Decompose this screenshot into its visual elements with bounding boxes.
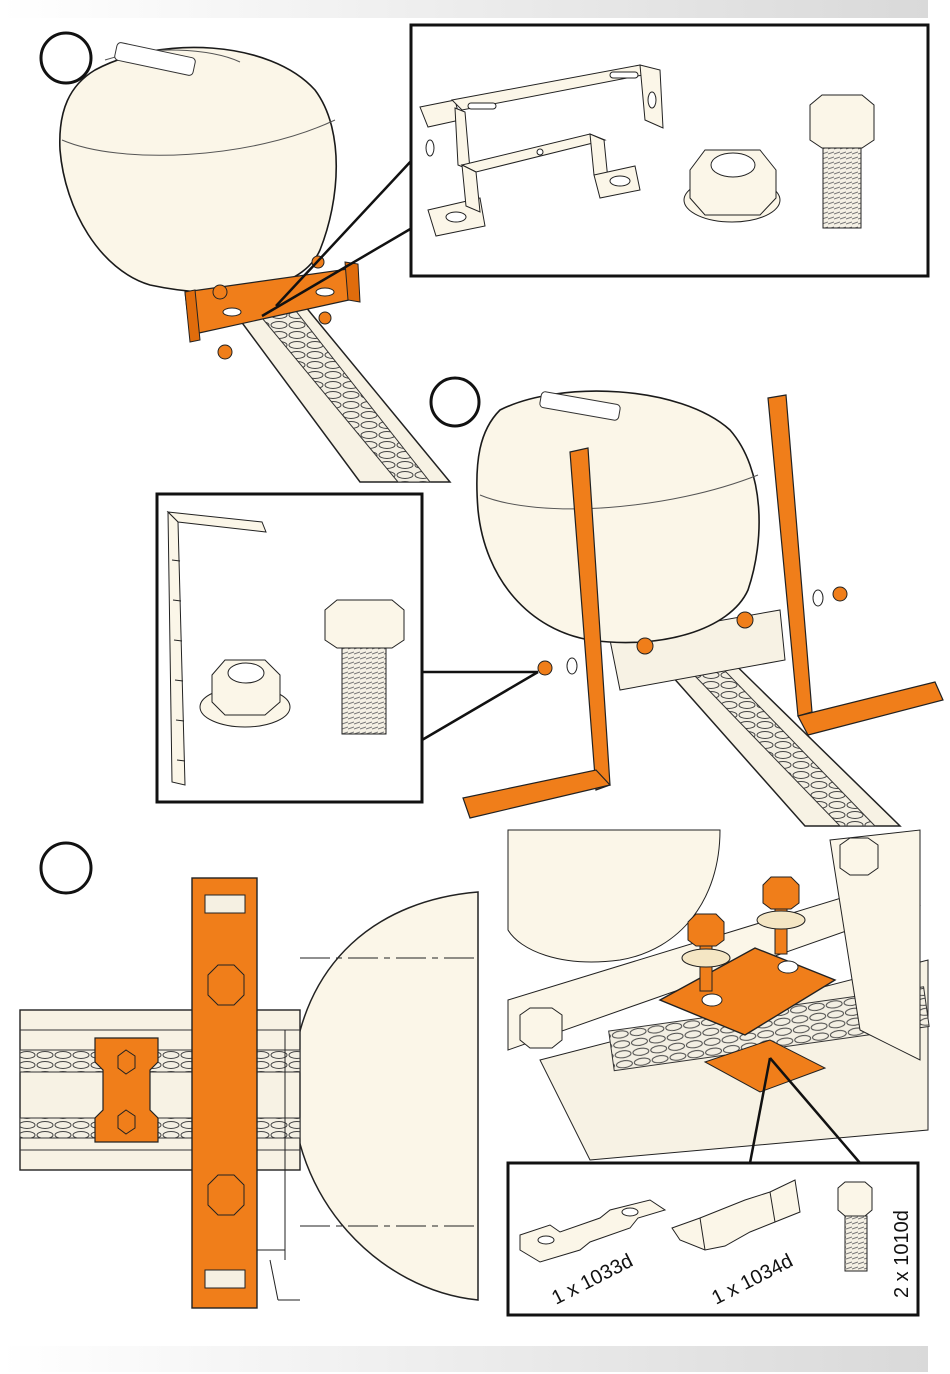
step-1-marker bbox=[41, 33, 91, 83]
step-3-main-bracket bbox=[192, 878, 257, 1308]
step-3-rail bbox=[20, 1010, 300, 1170]
step-2-hanger-bracket-right bbox=[768, 395, 943, 735]
step-3-detail-view: 1 x 1033d 1 x 1034d 2 x 1010d bbox=[508, 830, 929, 1315]
step-3-motor-outline bbox=[292, 892, 478, 1300]
step-3-parts-box: 1 x 1033d 1 x 1034d 2 x 1010d bbox=[508, 1163, 918, 1315]
step-3-marker bbox=[41, 843, 91, 893]
step-1-flange-nut bbox=[684, 150, 780, 222]
part-label-1010d: 2 x 1010d bbox=[891, 1210, 913, 1298]
step-2-motor-housing bbox=[477, 391, 759, 642]
step-3-top-view bbox=[20, 843, 478, 1308]
step-1-parts-detail-box bbox=[411, 25, 928, 276]
step-2-callout-line-lower bbox=[422, 672, 538, 740]
step-1-motor-bracket-mounting bbox=[41, 25, 928, 482]
step-2-hanger-bracket-mounting bbox=[157, 378, 943, 826]
step-2-parts-detail-box bbox=[157, 494, 422, 802]
step-2-marker bbox=[431, 378, 479, 426]
step-1-motor-housing bbox=[60, 42, 336, 293]
step-1-rail bbox=[240, 300, 450, 482]
step-3-chain-slider bbox=[95, 1038, 158, 1142]
